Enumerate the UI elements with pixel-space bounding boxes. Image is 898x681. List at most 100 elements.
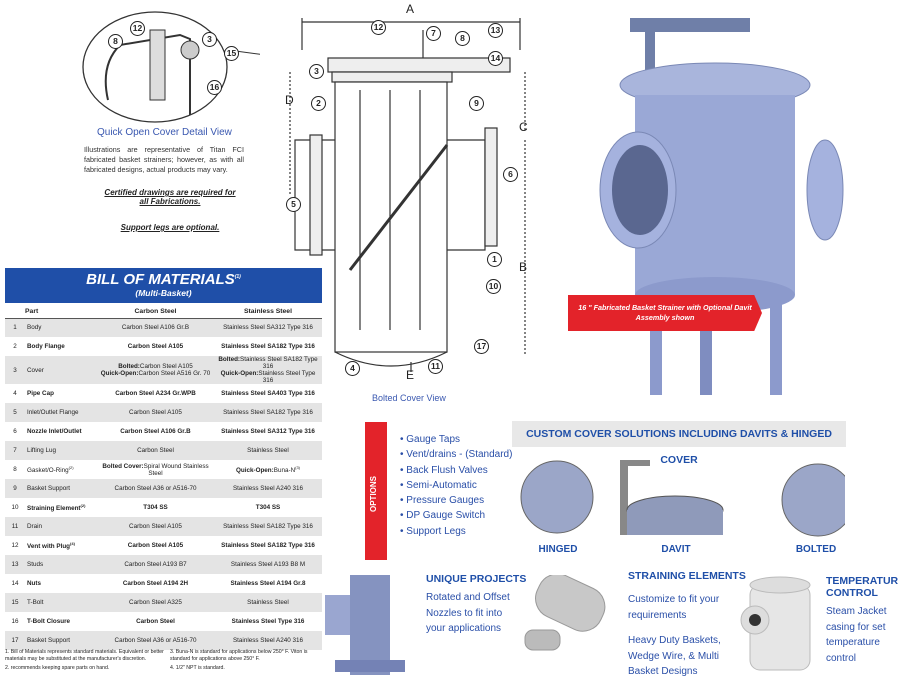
- callout-4: 4: [345, 361, 360, 376]
- option-item-text: Pressure Gauges: [406, 495, 485, 507]
- material-label: Bolted:: [218, 356, 241, 363]
- material-text: T304 SS: [143, 504, 168, 511]
- footnote-ref: (4): [70, 540, 75, 546]
- disclaimer-text: Illustrations are representative of Tita…: [84, 145, 244, 174]
- part-number: 15: [5, 593, 25, 612]
- options-label: OPTIONS: [369, 475, 378, 512]
- ss-material: Stainless Steel SA312 Type 316: [213, 318, 322, 337]
- cs-material: Carbon Steel A234 Gr.WPB: [97, 384, 214, 403]
- part-name: Drain: [25, 517, 97, 536]
- part-number: 16: [11, 618, 19, 625]
- part-name: Studs: [25, 555, 97, 574]
- material-text: Carbon Steel A105: [139, 363, 193, 370]
- ss-material: Stainless Steel A240 316: [213, 631, 322, 650]
- part-name: Cover: [25, 356, 97, 384]
- col-header: Carbon Steel: [97, 305, 214, 319]
- part-name-text: T-Bolt Closure: [27, 618, 71, 625]
- certified-drawings-note: Certified drawings are required for all …: [104, 188, 236, 206]
- ss-material: Stainless Steel SA182 Type 316: [214, 536, 322, 555]
- material-text: Spiral Wound Stainless Steel: [143, 462, 209, 477]
- material-label: Quick-Open:: [220, 370, 259, 377]
- hinged-cover-image: [520, 460, 594, 534]
- material-text: T304 SS: [255, 504, 281, 511]
- part-name-text: Basket Support: [27, 485, 71, 492]
- cs-material: T304 SS: [97, 498, 214, 517]
- part-name-text: Pipe Cap: [27, 390, 54, 397]
- footnote-ref: (2): [80, 502, 86, 508]
- col-header: Part: [25, 305, 97, 319]
- option-item: • Support Legs: [400, 525, 466, 537]
- cs-material: Bolted Cover:Spiral Wound Stainless Stee…: [97, 460, 214, 479]
- material-text: Stainless Steel A240 316: [232, 485, 303, 492]
- material-text: Carbon Steel A105: [129, 523, 182, 530]
- part-number: 12: [11, 542, 19, 549]
- part-number: 4: [13, 390, 17, 397]
- cs-material: Carbon Steel A106 Gr.B: [97, 422, 214, 441]
- material-text: Carbon Steel: [137, 447, 174, 454]
- option-item-text: Vent/drains - (Standard): [406, 449, 513, 461]
- cs-material: Carbon Steel: [97, 441, 214, 460]
- part-number: 5: [5, 403, 25, 422]
- part-name: Basket Support: [25, 479, 97, 498]
- option-item: • Back Flush Valves: [400, 464, 488, 476]
- bom-header: BILL OF MATERIALS(1) (Multi-Basket): [5, 268, 322, 303]
- straining-elements-title: STRAINING ELEMENTS: [628, 570, 746, 582]
- material-text: Stainless Steel SA312 Type 316: [223, 324, 313, 332]
- material-text: Stainless Steel: [247, 599, 289, 606]
- material-text: Stainless Steel Type 316: [231, 618, 305, 625]
- davit-cover-image: [620, 460, 628, 535]
- material-label: Bolted Cover:: [102, 462, 144, 470]
- part-name: Basket Support: [25, 631, 97, 650]
- option-item: • Gauge Taps: [400, 434, 461, 445]
- material-text: Stainless Steel A240 316: [232, 637, 303, 644]
- material-text: Buna-N: [273, 467, 296, 475]
- strainer-photo: [599, 18, 844, 395]
- material-text: Stainless Steel SA182 Type 316: [240, 356, 318, 370]
- bolted-cover-drawing: [289, 18, 526, 372]
- part-name-text: Drain: [27, 523, 43, 530]
- part-number: 14: [11, 580, 19, 587]
- part-name: T-Bolt: [25, 593, 97, 612]
- temperature-control-title: TEMPERATURE CONTROL: [826, 575, 898, 599]
- cs-material: Carbon Steel A106 Gr.B: [97, 318, 214, 337]
- part-name-text: Cover: [27, 366, 44, 374]
- callout-17: 17: [474, 339, 489, 354]
- material-text: Stainless Steel SA312 Type 316: [221, 428, 315, 435]
- part-number: 10: [11, 504, 19, 511]
- callout-12: 12: [130, 21, 145, 36]
- cover-images: [520, 460, 845, 537]
- option-item: • Pressure Gauges: [400, 495, 485, 507]
- part-name: Nuts: [25, 574, 97, 593]
- option-item-text: DP Gauge Switch: [406, 510, 486, 522]
- material-text: Stainless Steel SA182 Type 316: [223, 409, 313, 416]
- cs-material: Carbon Steel A194 2H: [97, 574, 214, 593]
- part-number: 6: [13, 428, 17, 435]
- footnote-1: 1. Bill of Materials represents standard…: [5, 649, 164, 662]
- option-item-text: Semi-Automatic: [406, 479, 477, 491]
- ss-material: Stainless Steel SA312 Type 316: [214, 422, 322, 441]
- label-hinged: HINGED: [538, 544, 578, 555]
- material-text: Stainless Steel: [247, 447, 289, 454]
- part-number: 9: [5, 479, 25, 498]
- material-text: Stainless Steel A193 B8 M: [230, 561, 306, 568]
- label-davit: DAVIT: [661, 544, 691, 555]
- callout-16: 16: [207, 80, 222, 95]
- callout-3: 3: [309, 64, 324, 79]
- material-text: Carbon Steel A325: [129, 599, 182, 606]
- option-item: • Semi-Automatic: [400, 479, 477, 491]
- material-label: Quick-Open:: [100, 370, 139, 377]
- cs-material: Carbon Steel A105: [97, 536, 214, 555]
- ss-material: Stainless Steel SA182 Type 316: [213, 517, 322, 536]
- callout-1: 1: [487, 252, 502, 267]
- callout-15: 15: [224, 46, 239, 61]
- material-text: Carbon Steel A106 Gr.B: [121, 324, 190, 332]
- callout-14: 14: [488, 51, 503, 66]
